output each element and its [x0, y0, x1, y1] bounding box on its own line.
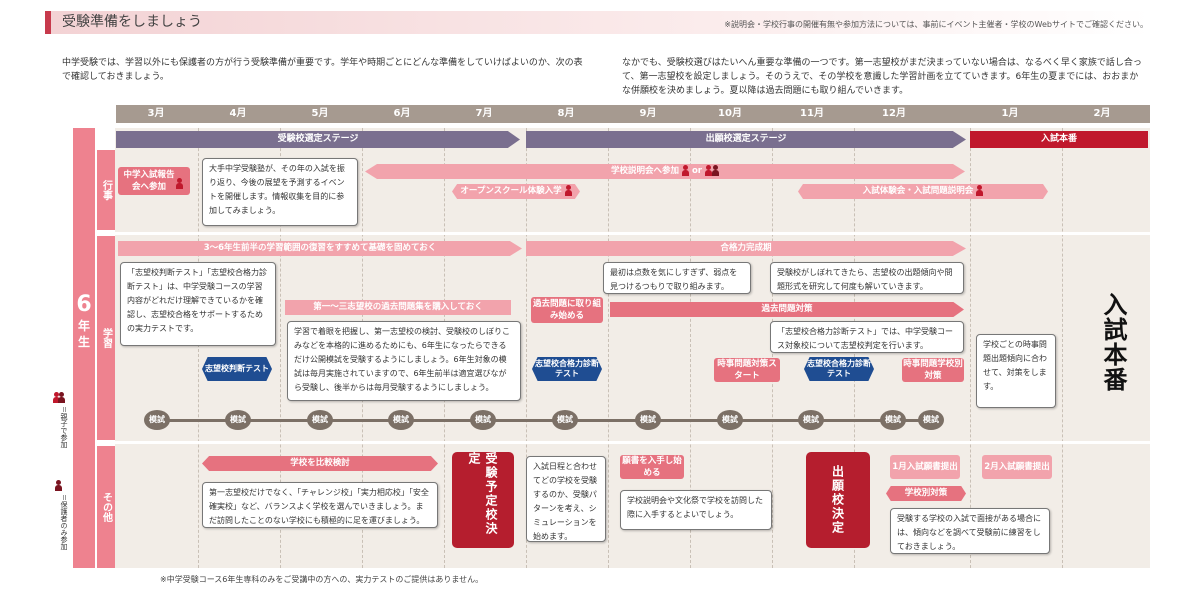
row-separator — [97, 441, 1150, 444]
intro-left: 中学受験では、学習以外にも保護者の方が行う受験準備が重要です。学年や時期ごとにど… — [62, 58, 583, 82]
month-2: 2月 — [1093, 108, 1111, 119]
month-12: 12月 — [882, 108, 906, 119]
intro-right: なかでも、受験校選びはたいへん重要な準備の一つです。第一志望校がまだ決まっていな… — [622, 58, 1142, 96]
grid-line — [608, 128, 609, 568]
month-6: 6月 — [393, 108, 411, 119]
current-callout: 学校ごとの時事問題出題傾向に合わせて、対策をします。 — [976, 334, 1056, 408]
get-forms-box: 願書を入手し始める — [620, 455, 684, 479]
grid-line — [198, 128, 199, 568]
compare-bar: 学校を比較検討 — [202, 456, 438, 471]
row-separator — [97, 232, 1150, 235]
test-callout: 「志望校判断テスト」「志望校合格力診断テスト」は、中学受験コースの学習内容がどれ… — [120, 262, 276, 346]
past-measures-bar: 過去問題対策 — [610, 302, 964, 317]
measures-school-bar: 学校別対策 — [886, 486, 966, 501]
parent-child-icon — [682, 165, 689, 176]
study-basics-bar: 3～6年生前半の学習範囲の復習をすすめて基礎を固めておく — [118, 241, 522, 256]
month-header — [116, 105, 1150, 123]
grid-line — [690, 128, 691, 568]
mock-badge: 模試 — [552, 410, 578, 430]
forms-callout: 学校説明会や文化祭で学校を訪問した際に入手するとよいでしょう。 — [620, 490, 772, 530]
mock-badge: 模試 — [307, 410, 333, 430]
stage-selection: 受験校選定ステージ — [116, 131, 520, 148]
mock-badge: 模試 — [717, 410, 743, 430]
header-bar — [45, 11, 1150, 34]
footnote: ※中学受験コース6年生専科のみをご受講中の方への、実力テストのご提供はありません… — [160, 575, 484, 584]
report-callout: 大手中学受験塾が、その年の入試を振り返り、今後の展望を予測するイベントを開催しま… — [202, 158, 358, 226]
parent-child-icon — [564, 185, 572, 196]
month-3: 3月 — [147, 108, 165, 119]
grade-column — [73, 128, 95, 568]
month-11: 11月 — [800, 108, 824, 119]
parent-only-icon — [711, 165, 719, 176]
page-title: 受験準備をしましょう — [62, 14, 202, 30]
month-5: 5月 — [311, 108, 329, 119]
mock-timeline — [150, 419, 936, 422]
mock-badge: 模試 — [144, 410, 170, 430]
past-collection-bar: 第一～三志望校の過去問題集を購入しておく — [285, 300, 511, 315]
parent-child-icon — [53, 392, 60, 403]
jan-submit-box: 1月入試願書提出 — [890, 455, 960, 479]
mock-badge: 模試 — [918, 410, 944, 430]
month-4: 4月 — [229, 108, 247, 119]
month-1: 1月 — [1001, 108, 1019, 119]
mock-badge: 模試 — [225, 410, 251, 430]
mock-badge: 模試 — [635, 410, 661, 430]
stage-exam: 入試本番 — [970, 131, 1148, 148]
diag-test-badge-2: 志望校合格力診断テスト — [804, 357, 874, 381]
compare-callout: 第一志望校だけでなく、「チャレンジ校」「実力相応校」「安全確実校」など、バランス… — [202, 482, 438, 528]
decide-schools-block: 受験予定校決定 — [452, 452, 514, 548]
mock-badge: 模試 — [388, 410, 414, 430]
current-start-box: 時事問題対策スタート — [714, 358, 780, 382]
section-events: 行事 — [97, 150, 115, 230]
month-7: 7月 — [475, 108, 493, 119]
event-school-info-bar: 学校説明会へ参加 or — [365, 164, 965, 179]
grid-line — [280, 128, 281, 568]
event-open-school-bar: オープンスクール体験入学 — [452, 184, 580, 199]
exam-day-label: 入試本番 — [1099, 292, 1127, 392]
study-completion-bar: 合格力完成期 — [526, 241, 966, 256]
section-other: その他 — [97, 446, 115, 568]
trend-callout: 受験校がしぼれてきたら、志望校の出題傾向や問題形式を研究して何度も解いていきます… — [770, 262, 964, 294]
interview-callout: 受験する学校の入試で面接がある場合には、傾向などを調べて受験前に練習をしておきま… — [890, 508, 1050, 554]
past-callout: 最初は点数を気にしすぎず、弱点を見つけるつもりで取り組みます。 — [603, 262, 751, 294]
parent-child-icon — [176, 178, 183, 189]
grade-label: 年生 — [77, 319, 90, 349]
current-school-box: 時事問題学校別対策 — [902, 358, 964, 382]
header-note: ※説明会・学校行事の開催有無や参加方法については、事前にイベント主催者・学校のW… — [724, 20, 1148, 29]
judge-test-badge: 志望校判断テスト — [202, 357, 272, 381]
month-8: 8月 — [557, 108, 575, 119]
mock-badge: 模試 — [880, 410, 906, 430]
sim-callout: 入試日程と合わせてどの学校を受験するのか、受験パターンを考え、シミュレーションを… — [526, 456, 606, 542]
diag-test-badge-1: 志望校合格力診断テスト — [532, 357, 602, 381]
header-accent — [45, 11, 51, 34]
grid-line — [970, 128, 971, 568]
decide-application-block: 出願校決定 — [806, 452, 870, 548]
parent-only-icon — [58, 392, 65, 403]
parent-child-icon — [704, 165, 712, 176]
stage-application: 出願校選定ステージ — [526, 131, 966, 148]
grid-line — [526, 128, 527, 568]
section-study: 学習 — [97, 236, 115, 440]
parent-only-icon — [55, 480, 62, 491]
month-9: 9月 — [639, 108, 657, 119]
feb-submit-box: 2月入試願書提出 — [982, 455, 1052, 479]
grid-line — [1062, 128, 1063, 568]
past-start-box: 過去問題に取り組み始める — [531, 297, 603, 323]
legend-parent-only: ＝保護者のみ参加 — [60, 494, 68, 550]
grade-number: 6 — [76, 292, 92, 317]
month-10: 10月 — [718, 108, 742, 119]
mock-badge: 模試 — [470, 410, 496, 430]
diag-callout: 「志望校合格力診断テスト」では、中学受験コース対象校について志望校判定を行います… — [770, 321, 964, 353]
legend-parent-child: ＝親子で参加 — [60, 406, 68, 448]
parent-child-icon — [976, 185, 984, 196]
event-exam-experience-bar: 入試体験会・入試問題説明会 — [798, 184, 1048, 199]
mock-badge: 模試 — [798, 410, 824, 430]
plan-callout: 学習で着眼を把握し、第一志望校の検討、受験校のしぼりこみなどを本格的に進めるため… — [287, 321, 521, 401]
